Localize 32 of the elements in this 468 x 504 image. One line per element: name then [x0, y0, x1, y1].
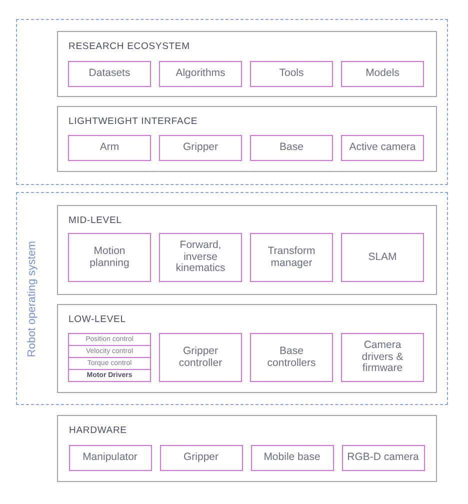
layer-title: LOW-LEVEL — [68, 314, 126, 324]
module-box: Models — [341, 61, 424, 87]
dashed-group-frame — [16, 19, 448, 185]
module-box: Arm — [68, 135, 151, 161]
module-box: Forward, inverse kinematics — [159, 233, 242, 282]
dashed-group-frame — [16, 192, 448, 405]
module-box: SLAM — [341, 233, 424, 282]
module-box: Algorithms — [159, 61, 242, 87]
layer-panel — [56, 30, 436, 96]
module-box: Gripper controller — [159, 333, 242, 382]
module-box: Base — [250, 135, 333, 161]
module-box: Transform manager — [250, 233, 333, 282]
module-box: Motion planning — [68, 233, 151, 282]
module-box: Gripper — [159, 135, 242, 161]
layer-title: RESEARCH ECOSYSTEM — [68, 40, 190, 52]
module-box: RGB-D camera — [342, 444, 424, 470]
module-box: Base controllers — [250, 333, 333, 382]
layer-title: HARDWARE — [69, 425, 127, 436]
module-box: Camera drivers & firmware — [341, 333, 424, 382]
layer-panel — [57, 415, 437, 482]
layer-panel — [56, 204, 436, 294]
module-box: Manipulator — [68, 444, 152, 470]
layer-title: MID-LEVEL — [68, 214, 122, 226]
module-box: Mobile base — [250, 444, 334, 470]
module-box: Active camera — [341, 135, 424, 161]
group-label: Robot operating system — [26, 240, 38, 357]
module-box: Gripper — [160, 444, 242, 470]
module-box: Tools — [250, 61, 333, 87]
module-box: Datasets — [68, 61, 151, 87]
layer-panel — [56, 106, 436, 172]
layer-title: LIGHTWEIGHT INTERFACE — [68, 116, 198, 126]
layer-panel — [56, 304, 436, 392]
